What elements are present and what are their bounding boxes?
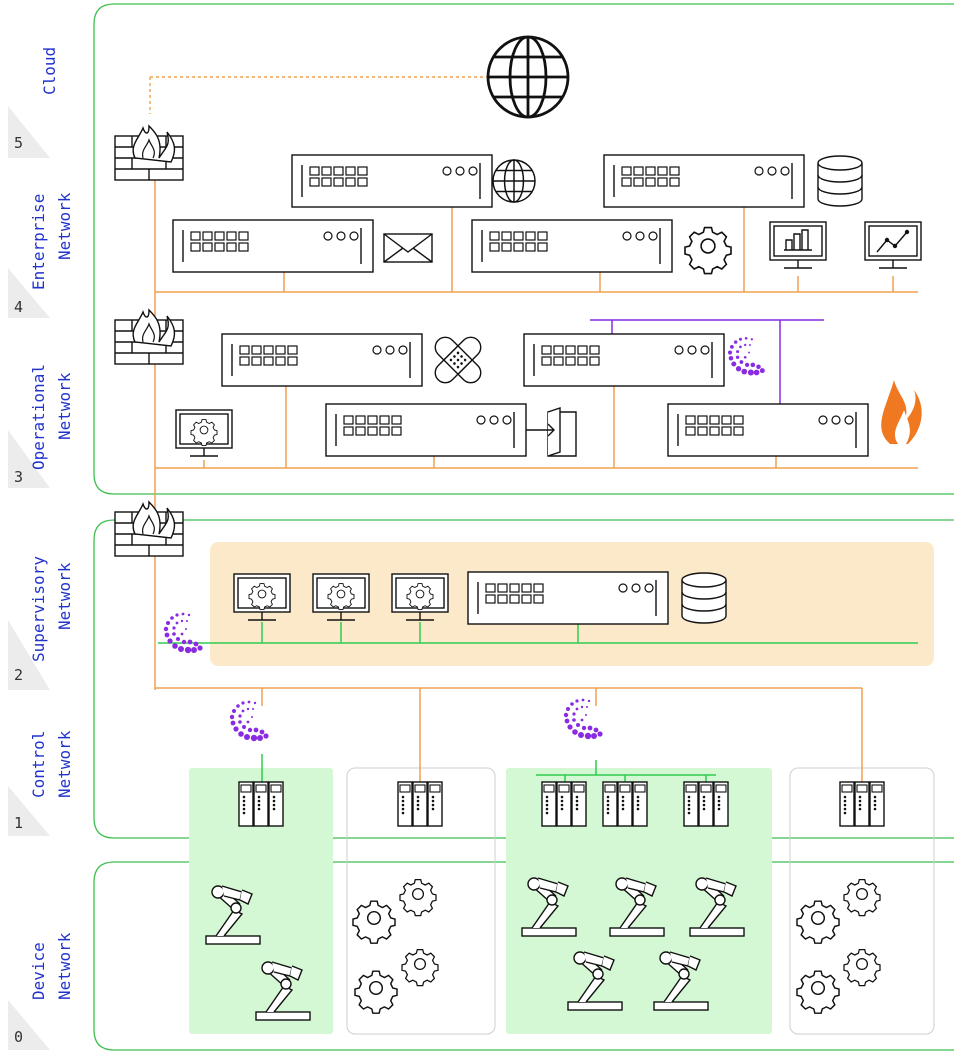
gears-icon	[797, 950, 880, 1014]
flame-icon	[881, 380, 922, 444]
level-number-5: 5	[14, 134, 23, 152]
device-zone	[93, 861, 954, 1051]
globe-icon	[492, 159, 536, 203]
analytics-workstation	[864, 221, 922, 269]
security-sensor-icon	[563, 698, 603, 740]
ot-zone	[93, 519, 954, 839]
it-zone	[93, 3, 954, 495]
gears-icon	[797, 880, 880, 944]
historian-server	[467, 571, 727, 625]
plc-rack-icon	[397, 781, 443, 827]
level-label-enterprise-2: Network	[55, 192, 74, 260]
cell-networks	[158, 622, 918, 782]
level-number-4: 4	[14, 298, 23, 316]
web-server	[291, 154, 536, 208]
database-server	[603, 154, 863, 208]
level-number-3: 3	[14, 468, 23, 486]
reporting-workstation	[769, 221, 827, 269]
application-server	[471, 219, 732, 275]
level-label-enterprise-1: Enterprise	[29, 194, 48, 290]
level-label-supervisory-2: Network	[55, 562, 74, 630]
step-tab-4	[8, 268, 50, 318]
gear-icon	[248, 583, 276, 611]
database-icon	[817, 155, 863, 207]
backbone-network	[149, 76, 918, 782]
globe-icon	[486, 35, 570, 119]
plc-rack-icon	[602, 781, 648, 827]
plc-rack-icon	[238, 781, 284, 827]
level-number-1: 1	[14, 814, 23, 832]
gears-icon	[353, 880, 436, 944]
ops-hmi	[175, 409, 233, 457]
line-chart-icon	[876, 229, 910, 253]
mail-server	[172, 219, 433, 273]
cell-zone-2	[346, 767, 496, 1035]
step-tab-2	[8, 620, 50, 690]
level-label-control-1: Control	[29, 731, 48, 798]
level-label-cloud: Cloud	[40, 47, 59, 95]
bandage-icon	[434, 336, 482, 384]
security-sensor-icon	[163, 612, 203, 654]
security-sensor-icon	[727, 336, 765, 376]
level-label-device-2: Network	[55, 932, 74, 1000]
firewall-icon	[114, 309, 184, 365]
gear-icon	[684, 226, 732, 275]
step-tab-5	[8, 106, 50, 158]
gear-icon	[406, 583, 434, 611]
level-labels: Cloud 5 Enterprise Network 4 Operational…	[8, 47, 74, 1050]
level-label-control-2: Network	[55, 730, 74, 798]
level-label-supervisory-1: Supervisory	[29, 556, 48, 662]
level-label-operational-2: Network	[55, 372, 74, 440]
remote-access-server	[325, 403, 577, 457]
plc-rack-icon	[839, 781, 885, 827]
step-tab-0	[8, 1000, 50, 1050]
step-tab-3	[8, 430, 50, 488]
door-icon	[526, 407, 577, 457]
monitoring-server	[523, 333, 725, 387]
envelope-icon	[383, 233, 433, 263]
plc-rack-icon	[541, 781, 587, 827]
firewall-icon	[114, 501, 184, 557]
level-number-0: 0	[14, 1028, 23, 1046]
patch-server	[221, 333, 482, 387]
level-number-2: 2	[14, 666, 23, 684]
siem-server	[667, 380, 922, 457]
gear-icon	[327, 583, 355, 611]
bar-chart-icon	[784, 229, 812, 251]
level-label-device-1: Device	[29, 942, 48, 1000]
plc-rack-icon	[683, 781, 729, 827]
firewall-icon	[114, 125, 184, 181]
gear-icon	[190, 419, 218, 447]
step-tab-1	[8, 786, 50, 836]
level-label-operational-1: Operational	[29, 364, 48, 470]
security-sensor-icon	[229, 700, 269, 742]
database-icon	[681, 572, 727, 624]
gears-icon	[355, 950, 438, 1014]
